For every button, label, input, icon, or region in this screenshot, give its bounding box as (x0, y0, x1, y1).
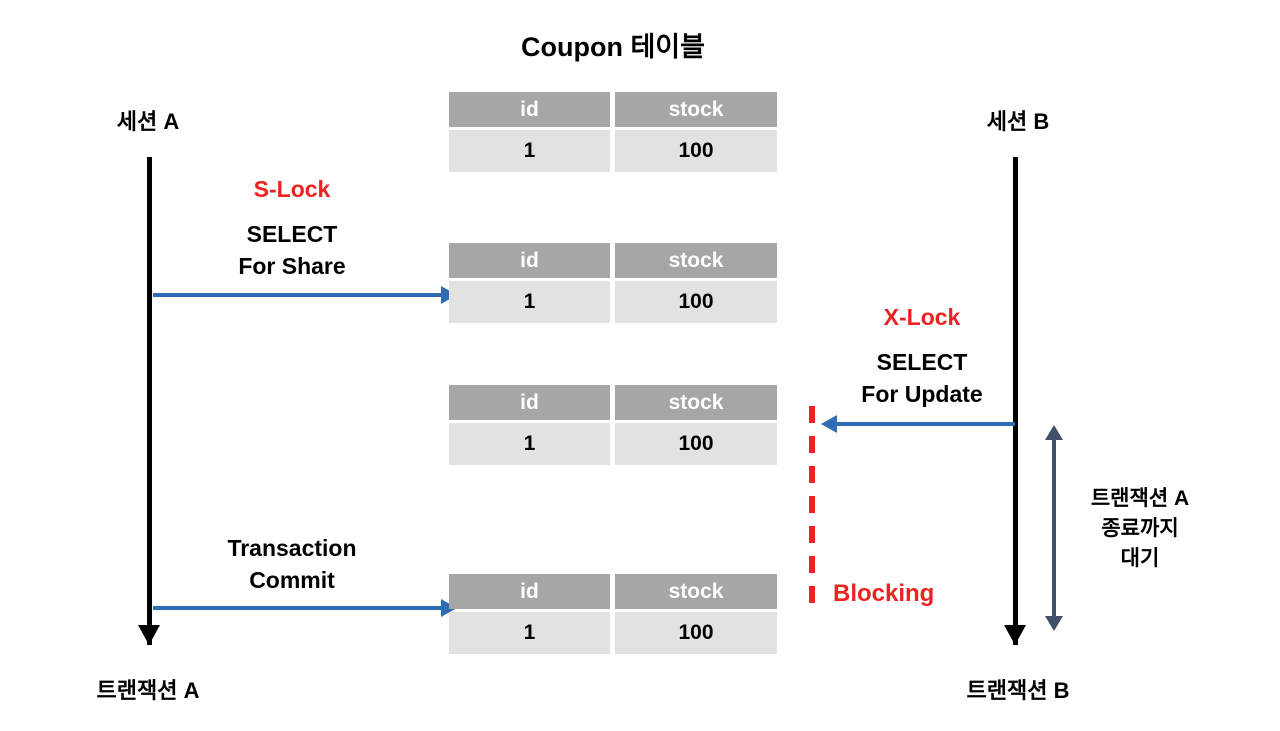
wait-arrow-line (1052, 438, 1056, 618)
left-transaction-label: 트랜잭션 A (96, 678, 200, 703)
arrow-transaction-commit-line (153, 606, 443, 610)
coupon-table-4: id stock 1 100 (449, 574, 777, 654)
transaction-commit-line2: Commit (249, 567, 335, 593)
arrow-select-for-share-line (153, 293, 443, 297)
blocking-bar (809, 406, 815, 613)
table-header-row: id stock (449, 385, 777, 420)
select-for-update-line1: SELECT (876, 349, 968, 375)
wait-arrow-head-up (1045, 425, 1063, 440)
table-cell-stock: 100 (615, 281, 777, 323)
blocking-label: Blocking (833, 580, 935, 607)
left-session-label: 세션 A (116, 109, 180, 134)
table-row: 1 100 (449, 612, 777, 654)
coupon-table-3: id stock 1 100 (449, 385, 777, 465)
select-for-update-line2: For Update (861, 381, 983, 407)
left-lifeline (147, 157, 152, 645)
table-row: 1 100 (449, 281, 777, 323)
right-lifeline (1013, 157, 1018, 645)
select-for-update-command: SELECT For Update (822, 346, 1022, 410)
table-row: 1 100 (449, 130, 777, 172)
right-lifeline-arrowhead (1004, 625, 1026, 645)
table-header-id: id (449, 92, 610, 127)
wait-note-line3: 대기 (1120, 547, 1160, 570)
table-cell-id: 1 (449, 130, 610, 172)
wait-note: 트랜잭션 A 종료까지 대기 (1055, 484, 1225, 574)
table-cell-id: 1 (449, 423, 610, 465)
table-row: 1 100 (449, 423, 777, 465)
table-header-stock: stock (615, 574, 777, 609)
wait-note-line1: 트랜잭션 A (1090, 487, 1190, 510)
table-cell-stock: 100 (615, 612, 777, 654)
table-header-row: id stock (449, 574, 777, 609)
select-for-share-command: SELECT For Share (192, 218, 392, 282)
table-header-id: id (449, 243, 610, 278)
arrow-select-for-update-line (837, 422, 1015, 426)
transaction-commit-command: Transaction Commit (192, 532, 392, 596)
page-title: Coupon 테이블 (521, 32, 705, 62)
table-header-row: id stock (449, 92, 777, 127)
select-for-share-line2: For Share (238, 253, 346, 279)
right-session-label: 세션 B (986, 109, 1050, 134)
table-header-id: id (449, 385, 610, 420)
table-cell-stock: 100 (615, 423, 777, 465)
table-cell-id: 1 (449, 612, 610, 654)
wait-note-line2: 종료까지 (1101, 517, 1179, 540)
wait-arrow-head-down (1045, 616, 1063, 631)
table-header-id: id (449, 574, 610, 609)
coupon-table-2: id stock 1 100 (449, 243, 777, 323)
s-lock-label: S-Lock (253, 176, 331, 202)
x-lock-label: X-Lock (883, 304, 961, 330)
table-cell-id: 1 (449, 281, 610, 323)
table-header-row: id stock (449, 243, 777, 278)
left-lifeline-arrowhead (138, 625, 160, 645)
table-header-stock: stock (615, 243, 777, 278)
table-header-stock: stock (615, 385, 777, 420)
coupon-table-1: id stock 1 100 (449, 92, 777, 172)
right-transaction-label: 트랜잭션 B (966, 678, 1070, 703)
select-for-share-line1: SELECT (246, 221, 338, 247)
arrow-select-for-update-head (821, 415, 837, 433)
table-cell-stock: 100 (615, 130, 777, 172)
transaction-commit-line1: Transaction (227, 535, 357, 561)
table-header-stock: stock (615, 92, 777, 127)
